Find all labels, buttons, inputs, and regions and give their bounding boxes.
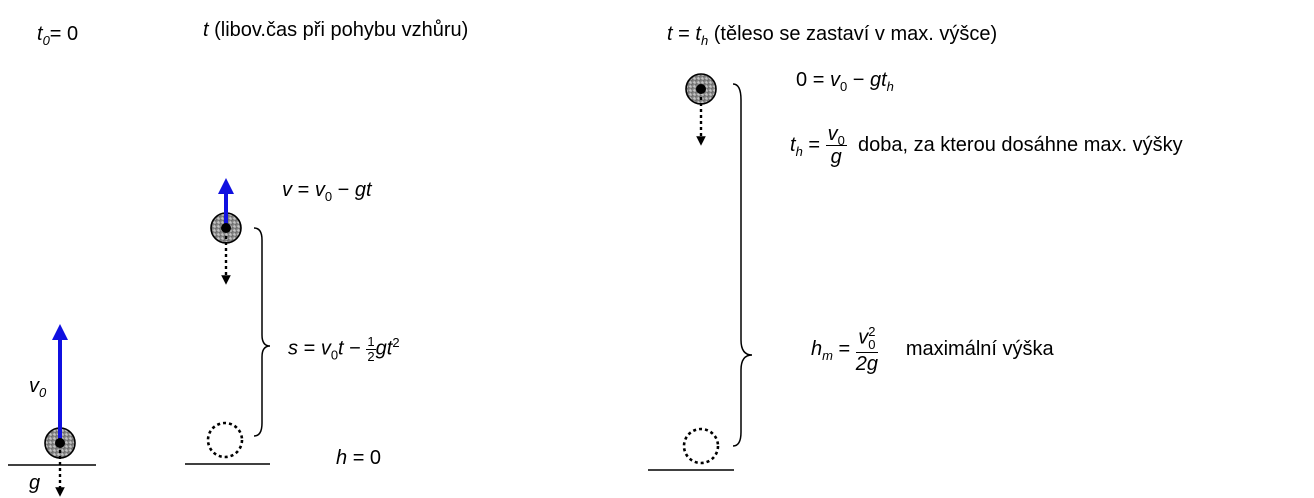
ground-height-equation: h = 0 bbox=[336, 447, 382, 469]
ball-center-start bbox=[55, 438, 65, 448]
top-time-label: t = th (těleso se zastaví v max. výšce) bbox=[667, 23, 998, 48]
ball-ghost-moving bbox=[206, 421, 244, 459]
start-time-label: t0= 0 bbox=[37, 23, 79, 48]
stop-equation: 0 = v0 − gth bbox=[796, 69, 894, 94]
moving-time-label: t (libov.čas při pohybu vzhůru) bbox=[203, 19, 469, 41]
ball-center-moving bbox=[221, 223, 231, 233]
ball-ghost-top bbox=[682, 427, 720, 465]
gravity-label: g bbox=[29, 472, 41, 494]
start-velocity-label: v0 bbox=[29, 375, 47, 400]
velocity-equation: v = v0 − gt bbox=[282, 179, 372, 204]
ball-center-top bbox=[696, 84, 706, 94]
brace-moving bbox=[253, 227, 271, 437]
brace-top bbox=[732, 83, 753, 447]
